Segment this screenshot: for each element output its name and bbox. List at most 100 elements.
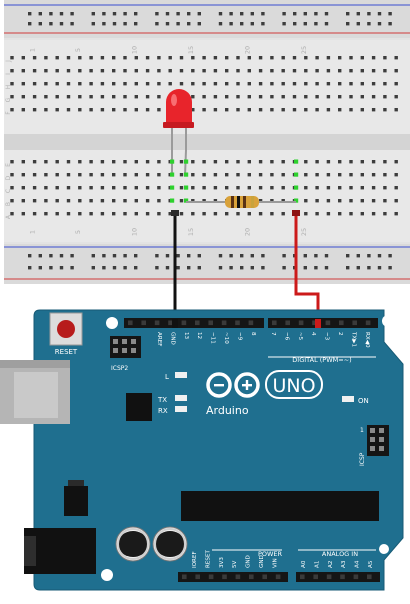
icsp-label: ICSP — [359, 452, 366, 466]
header-pin[interactable] — [154, 320, 160, 326]
resistor[interactable] — [186, 196, 296, 208]
icsp-pin — [122, 348, 127, 353]
terminal-hole — [44, 95, 48, 99]
header-pin[interactable] — [141, 320, 146, 326]
header-pin[interactable] — [208, 320, 213, 326]
header-pin[interactable] — [312, 320, 317, 326]
terminal-hole — [10, 199, 14, 203]
row-letter: D — [5, 175, 12, 180]
row-letter: G — [5, 97, 12, 102]
terminal-hole — [383, 108, 387, 112]
header-pin[interactable] — [195, 320, 200, 326]
terminal-hole — [247, 160, 251, 164]
terminal-hole — [281, 173, 285, 177]
header-pin[interactable] — [325, 320, 331, 326]
terminal-hole — [247, 56, 251, 60]
terminal-hole — [134, 212, 138, 216]
terminal-hole — [360, 95, 364, 99]
terminal-area-top — [4, 40, 410, 134]
header-pin[interactable] — [222, 574, 227, 580]
digital-header-right — [268, 318, 378, 328]
tx-led — [175, 395, 187, 401]
power-header — [178, 572, 288, 582]
column-number: 1 — [29, 230, 37, 234]
header-pin[interactable] — [168, 320, 173, 326]
header-pin[interactable] — [235, 320, 240, 326]
header-pin[interactable] — [340, 574, 345, 580]
header-pin[interactable] — [367, 574, 372, 580]
terminal-hole — [89, 69, 93, 73]
terminal-hole — [55, 95, 59, 99]
rail-hole — [229, 266, 233, 270]
header-pin[interactable] — [235, 574, 241, 580]
header-pin[interactable] — [128, 320, 133, 326]
header-pin[interactable] — [208, 574, 214, 580]
header-pin[interactable] — [272, 320, 277, 326]
terminal-hole — [247, 173, 251, 177]
terminal-hole — [21, 108, 25, 112]
terminal-hole — [394, 56, 398, 60]
header-pin[interactable] — [249, 574, 254, 580]
rail-hole — [229, 12, 233, 16]
header-pin[interactable] — [262, 574, 267, 580]
rail-hole — [240, 12, 244, 16]
header-pin[interactable] — [181, 320, 187, 326]
terminal-hole — [32, 95, 37, 99]
header-pin[interactable] — [298, 320, 304, 326]
terminal-hole — [315, 199, 319, 203]
rail-hole — [346, 22, 350, 26]
terminal-hole — [315, 82, 319, 86]
terminal-hole — [247, 69, 251, 73]
header-pin[interactable] — [352, 320, 357, 326]
reset-button[interactable] — [57, 320, 75, 338]
terminal-hole — [145, 95, 150, 99]
header-pin[interactable] — [221, 320, 227, 326]
header-pin[interactable] — [195, 574, 200, 580]
analog-header — [296, 572, 380, 582]
terminal-hole — [78, 69, 82, 73]
header-pin[interactable] — [285, 320, 290, 326]
header-pin[interactable] — [275, 574, 281, 580]
rail-hole — [187, 254, 191, 258]
terminal-hole — [89, 56, 93, 60]
terminal-hole — [338, 186, 342, 190]
header-pin[interactable] — [300, 574, 305, 580]
rail-hole — [314, 22, 318, 26]
terminal-hole — [157, 186, 161, 190]
terminal-hole — [78, 173, 82, 177]
capacitor-2 — [152, 526, 188, 562]
rail-hole — [250, 254, 254, 258]
header-pin[interactable] — [313, 574, 318, 580]
rail-hole — [250, 22, 254, 26]
terminal-hole — [100, 108, 105, 112]
led[interactable] — [163, 89, 194, 177]
header-pin[interactable] — [182, 574, 187, 580]
header-pin[interactable] — [326, 574, 332, 580]
header-pin[interactable] — [353, 574, 359, 580]
terminal-hole — [371, 199, 376, 203]
terminal-hole — [383, 199, 387, 203]
header-pin[interactable] — [339, 320, 344, 326]
terminal-hole — [225, 82, 229, 86]
row-letter: F — [5, 111, 12, 115]
terminal-hole — [394, 199, 398, 203]
terminal-hole — [326, 160, 331, 164]
terminal-hole — [304, 199, 308, 203]
pin-label: 12 — [196, 332, 202, 339]
power-header-holes — [182, 574, 281, 580]
rail-hole — [155, 266, 159, 270]
rail-hole — [388, 12, 392, 16]
rail-hole — [261, 22, 265, 26]
terminal-hole — [394, 82, 398, 86]
signal-wire[interactable] — [294, 214, 320, 324]
header-pin[interactable] — [365, 320, 371, 326]
terminal-hole — [304, 212, 308, 216]
pin-label: A5 — [368, 560, 374, 568]
resistor-band-3 — [243, 196, 246, 208]
terminal-hole — [191, 160, 195, 164]
terminal-hole — [326, 95, 331, 99]
header-pin[interactable] — [248, 320, 254, 326]
rail-hole — [176, 12, 180, 16]
